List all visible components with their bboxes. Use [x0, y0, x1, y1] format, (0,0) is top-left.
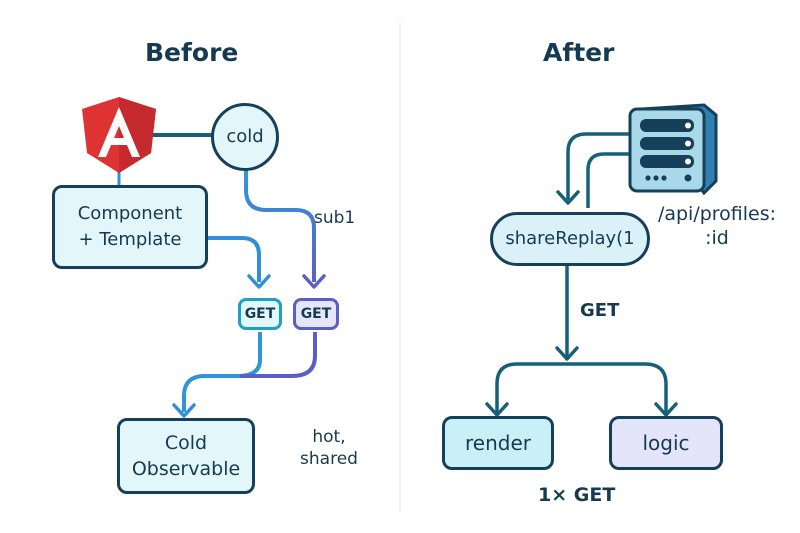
- component-label: Component: [77, 203, 183, 224]
- observable-line2: Observable: [131, 458, 241, 480]
- observable-line1: Cold: [164, 432, 208, 454]
- server-icon: [628, 103, 718, 195]
- wire-cold-get2: [244, 168, 316, 282]
- wire-get2-merge: [240, 332, 317, 378]
- cold-label: cold: [226, 126, 264, 147]
- arrow-split: [555, 346, 579, 361]
- get-label: GET: [580, 300, 620, 321]
- arrow-get2: [302, 274, 326, 289]
- endpoint-label: /api/profiles: :id: [657, 203, 777, 249]
- arrow-get1: [247, 274, 271, 289]
- get-badge-2: GET: [293, 298, 339, 330]
- sub1-label: sub1: [314, 208, 356, 228]
- render-node: render: [442, 416, 554, 470]
- get-badge-1: GET: [238, 298, 282, 330]
- angular-logo-icon: [82, 97, 156, 173]
- share-replay-node: shareReplay(1: [490, 212, 650, 266]
- arrow-observable: [172, 403, 196, 418]
- hot-shared-label: hot, shared: [300, 427, 358, 469]
- panel-divider: [399, 22, 401, 512]
- wire-server-share-1: [566, 132, 630, 200]
- component-template-node: Component + Template: [52, 185, 208, 269]
- single-get-footer: 1× GET: [538, 484, 616, 506]
- before-title: Before: [145, 38, 239, 67]
- logic-node: logic: [609, 416, 723, 470]
- wire-server-share-2: [586, 152, 630, 208]
- wire-get1-merge: [182, 332, 262, 412]
- wire-component-get1: [207, 236, 261, 282]
- arrow-render: [485, 402, 509, 417]
- wire-split: [495, 362, 668, 414]
- template-label: + Template: [78, 229, 182, 250]
- after-title: After: [543, 38, 615, 67]
- arrow-logic: [654, 402, 678, 417]
- arrow-share: [556, 190, 580, 205]
- cold-observable-node: Cold Observable: [117, 418, 255, 494]
- cold-node: cold: [211, 103, 279, 171]
